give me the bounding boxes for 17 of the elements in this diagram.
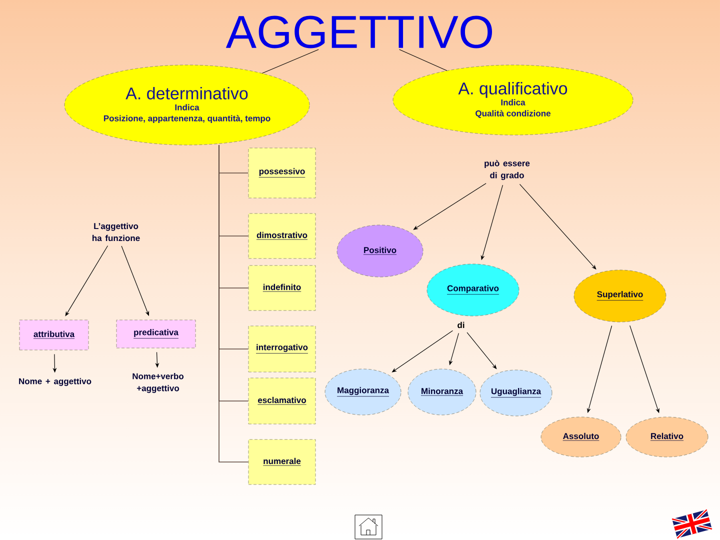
function-box: attributiva xyxy=(19,320,89,350)
note-text: L’aggettivo ha funzione xyxy=(92,222,140,242)
connector-line xyxy=(262,49,319,74)
bracket-line xyxy=(218,144,249,462)
category-box: numerale xyxy=(248,439,316,485)
note-text: Nome+verbo +aggettivo xyxy=(132,373,184,393)
function-box: predicativa xyxy=(116,320,196,348)
category-box: indefinito xyxy=(248,265,316,311)
connector-word: di xyxy=(458,322,464,328)
connector-line xyxy=(399,49,448,71)
note-text: può essere di grado xyxy=(484,160,530,180)
category-box: esclamativo xyxy=(248,378,316,424)
category-box: possessivo xyxy=(248,148,316,198)
category-box: interrogativo xyxy=(248,326,316,372)
note-text: Nome + aggettivo xyxy=(19,378,92,386)
category-box: dimostrativo xyxy=(248,213,316,259)
title: AGGETTIVO xyxy=(226,16,492,48)
